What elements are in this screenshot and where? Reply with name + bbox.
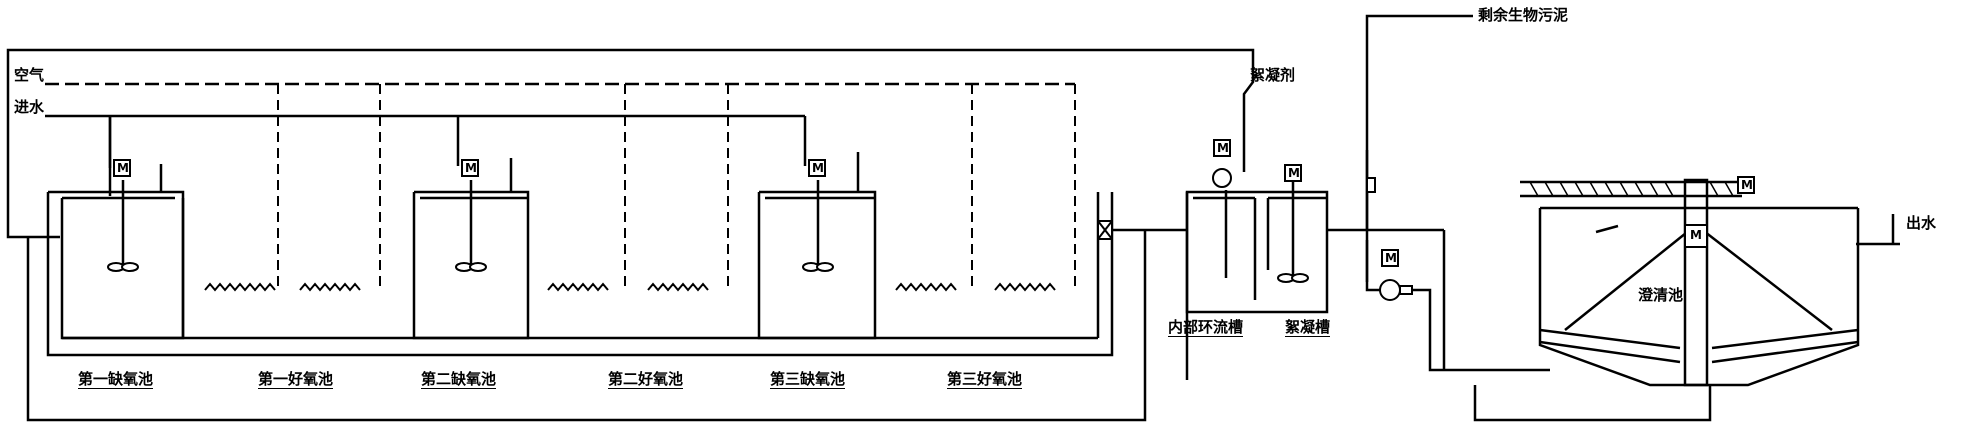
tank-label-clarifier: 澄清池	[1638, 286, 1684, 304]
flocculant-label: 絮凝剂	[1250, 66, 1296, 84]
tank-label-anoxic-1: 第一缺氧池	[78, 370, 154, 389]
motor-symbol: M	[1288, 166, 1300, 180]
anoxic-tank-1-wall	[46, 192, 1114, 357]
excess-sludge-label: 剩余生物污泥	[1478, 6, 1569, 24]
tank-label-coagulation: 絮凝槽	[1285, 318, 1331, 337]
tank-label-anoxic-3: 第三缺氧池	[770, 370, 846, 389]
tank-label-anoxic-2: 第二缺氧池	[421, 370, 497, 389]
tank-label-internal-recirc: 内部环流槽	[1168, 318, 1244, 337]
motor-symbol: M	[1741, 178, 1753, 192]
inlet-label: 进水	[14, 98, 45, 116]
motor-symbol: M	[1385, 251, 1397, 265]
bottom-return-line	[26, 230, 1147, 422]
motor-symbol: M	[1217, 141, 1229, 155]
motor-icons	[113, 139, 1755, 267]
tank-label-aerobic-3: 第三好氧池	[947, 370, 1023, 389]
motor-symbol: M	[465, 161, 477, 175]
sludge-return-loop	[6, 48, 1255, 239]
motor-symbol: M	[812, 161, 824, 175]
air-label: 空气	[14, 66, 45, 84]
tank-label-aerobic-2: 第二好氧池	[608, 370, 684, 389]
outlet-label: 出水	[1906, 214, 1937, 232]
tank-label-aerobic-1: 第一好氧池	[258, 370, 334, 389]
motor-symbol: M	[117, 161, 129, 175]
motor-symbol: M	[1690, 228, 1702, 242]
internal-recirc-tank	[1185, 190, 1329, 314]
